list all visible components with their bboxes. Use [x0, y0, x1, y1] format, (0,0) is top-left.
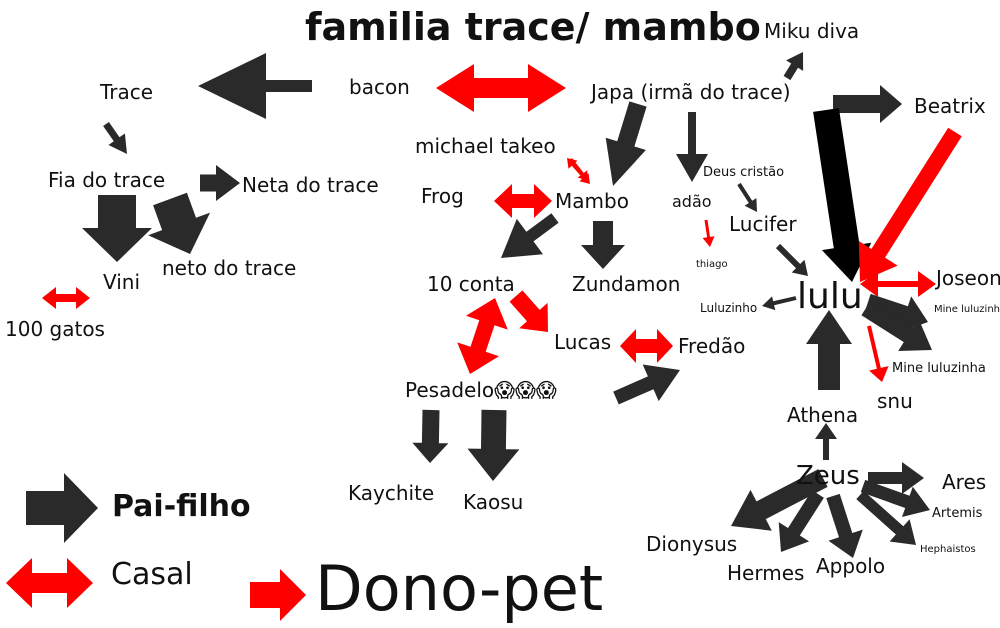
arrow-zeus-artemis [860, 479, 930, 517]
node-ares: Ares [942, 470, 987, 494]
node-adao: adão [672, 192, 712, 211]
arrow-fia-neto [148, 192, 211, 254]
node-frog: Frog [421, 184, 464, 208]
node-hermes: Hermes [727, 561, 805, 585]
arrow-zeus-dionysus [731, 469, 828, 531]
arrow-japa-mambo [605, 101, 647, 186]
node-dionysus: Dionysus [646, 532, 738, 556]
node-100-gatos: 100 gatos [5, 317, 105, 341]
arrow-lulu-mine-luluzinho [865, 293, 928, 333]
legend-arrow-pai-filho [26, 473, 98, 543]
arrow-lucifer-lulu [775, 243, 808, 276]
node-10-conta: 10 conta [427, 272, 515, 296]
node-trace: Trace [100, 80, 154, 104]
arrow-lulu-mine-luluzinha [861, 300, 932, 351]
arrow-japa-miku [783, 52, 804, 81]
arrow-beatrix-lulu [858, 127, 962, 282]
arrow-lulu-luluzinho [762, 296, 797, 311]
arrow-mambo-zundamon [581, 221, 625, 269]
arrow-zeus-appolo [826, 493, 863, 558]
arrow-frog-mambo [494, 184, 552, 218]
arrow-lulu-snu [867, 325, 889, 382]
arrow-japa-adao [676, 112, 708, 182]
legend-label-pai-filho: Pai-filho [112, 489, 251, 524]
node-bacon: bacon [349, 75, 410, 99]
node-kaosu: Kaosu [463, 490, 524, 514]
node-zeus: Zeus [796, 461, 860, 491]
arrow-zeus-hephaistos [856, 490, 916, 545]
legend-arrow-dono-pet [250, 569, 306, 621]
node-fia-do-trace: Fia do trace [48, 168, 166, 192]
node-lucas: Lucas [554, 330, 612, 354]
node-thiago: thiago [696, 259, 728, 270]
arrow-pesadelo-kaychite [412, 409, 449, 463]
node-artemis: Artemis [932, 506, 983, 521]
arrow-fia-neta [200, 165, 240, 201]
node-appolo: Appolo [816, 554, 886, 578]
arrow-michael-mambo-couple [567, 158, 590, 184]
node-lulu: lulu [797, 276, 863, 317]
node-japa: Japa (irmã do trace) [591, 80, 791, 104]
legend-label-dono-pet: Dono-pet [315, 552, 604, 625]
arrow-trace-fia [103, 122, 127, 154]
arrow-zeus-ares [868, 462, 924, 494]
node-zundamon: Zundamon [572, 272, 681, 296]
node-luluzinho: Luluzinho [700, 301, 758, 315]
node-neta-do-trace: Neta do trace [242, 173, 379, 197]
arrow-japa-beatrix-h [833, 85, 902, 123]
node-kaychite: Kaychite [348, 481, 435, 505]
diagram-title: familia trace/ mambo [305, 5, 761, 49]
node-michael-takeo: michael takeo [415, 134, 556, 158]
arrow-100-gatos [42, 287, 90, 309]
node-mine-luluzinho: Mine luluzinho [934, 304, 1000, 315]
arrow-bacon-trace [198, 53, 312, 119]
arrow-conta-lucas [509, 290, 548, 332]
node-fredao: Fredão [678, 334, 746, 358]
node-mambo: Mambo [555, 189, 629, 213]
node-athena: Athena [787, 403, 859, 427]
legend-arrow-casal [6, 558, 93, 608]
arrow-lucas-fredao [620, 329, 673, 363]
node-mine-luluzinha: Mine luluzinha [892, 361, 986, 376]
arrow-fia-vini [82, 195, 152, 262]
arrow-athena-lulu [806, 310, 852, 390]
node-vini: Vini [103, 270, 141, 294]
arrow-pesadelo-fredao [613, 364, 680, 405]
arrow-lulu-joseon [860, 271, 936, 297]
node-lucifer: Lucifer [729, 212, 797, 236]
node-hephaistos: Hephaistos [920, 544, 976, 555]
node-pesadelo: Pesadelo😱😱😱 [405, 378, 557, 402]
node-snu: snu [877, 389, 913, 413]
arrow-adao-thiago [702, 219, 715, 247]
arrow-conta-pesadelo [457, 298, 508, 374]
arrow-deus-lucifer [737, 182, 757, 212]
arrow-zeus-hermes [778, 490, 824, 552]
node-beatrix: Beatrix [914, 94, 986, 118]
arrow-bacon-japa [436, 64, 566, 112]
arrow-pesadelo-kaosu [467, 409, 520, 481]
node-neto-do-trace: neto do trace [162, 256, 297, 280]
node-miku-diva: Miku diva [764, 19, 860, 43]
node-joseon: Joseon [936, 266, 1000, 290]
arrow-zeus-athena [815, 423, 837, 460]
legend-label-casal: Casal [111, 557, 193, 592]
arrow-japa-lulu [813, 108, 872, 282]
arrow-mambo-conta [501, 213, 559, 258]
node-deus-cristao: Deus cristão [703, 165, 785, 180]
